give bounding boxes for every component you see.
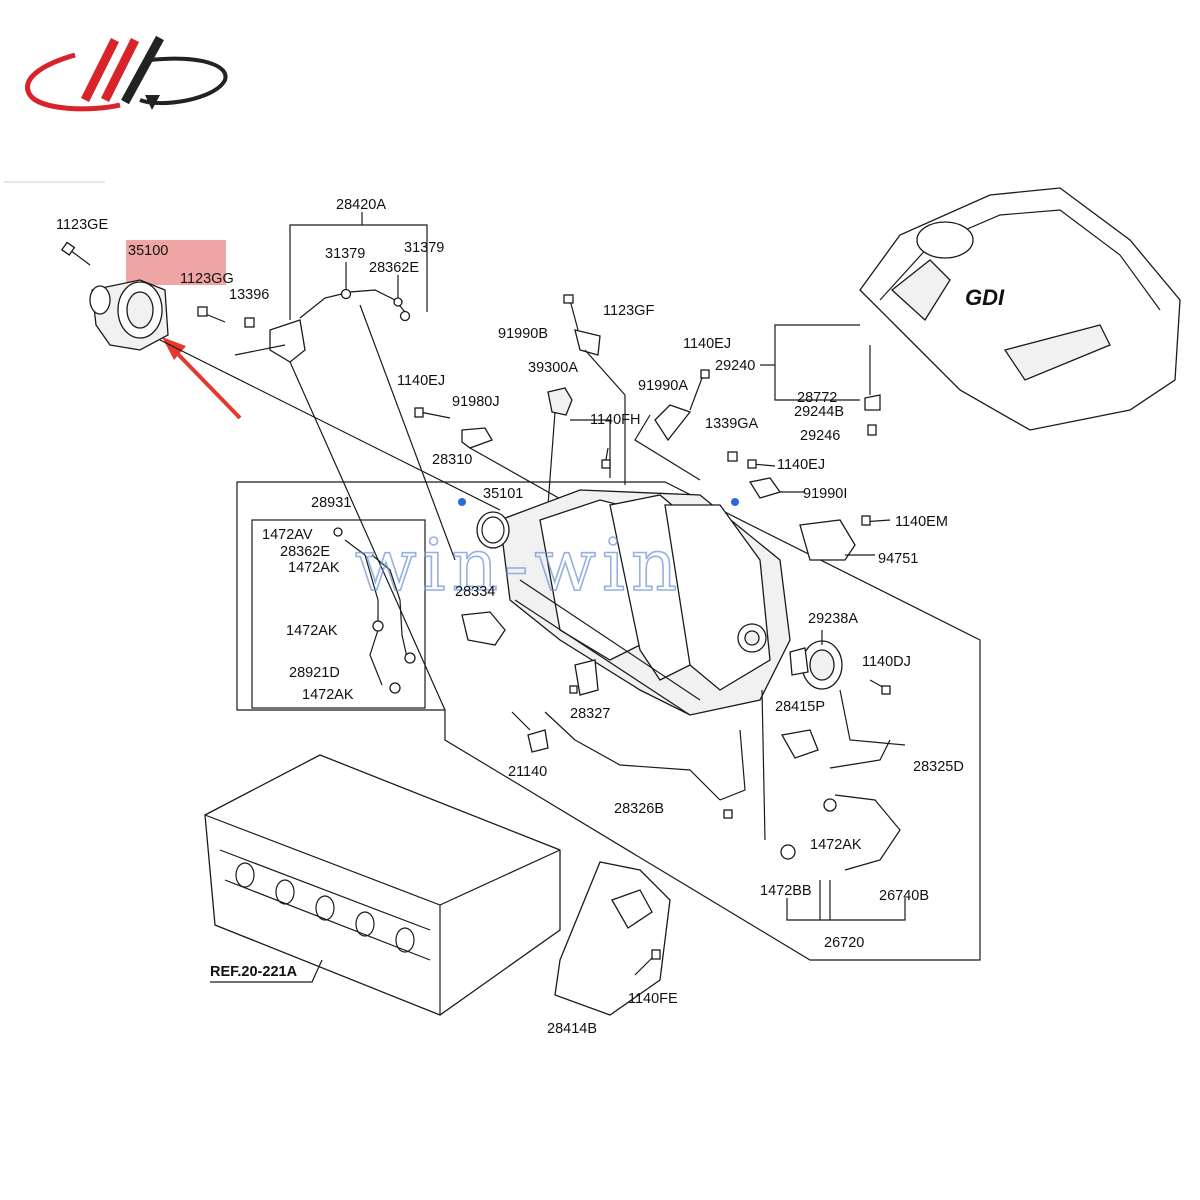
label-35101: 35101 (483, 486, 523, 502)
label-31379-right: 31379 (404, 240, 444, 256)
bolt-1140FH (601, 447, 611, 469)
label-26720: 26720 (824, 935, 864, 951)
nut-1339GA (727, 451, 738, 462)
bracket-91980J (461, 427, 493, 449)
leader-throttle-to-manifold (159, 339, 501, 511)
label-1140FE: 1140FE (628, 991, 678, 1007)
label-1140EJ-mid: 1140EJ (683, 336, 731, 352)
hose-kit-frame (251, 519, 426, 709)
hose-26740B (780, 794, 901, 871)
label-1472AK-3: 1472AK (302, 687, 354, 703)
label-26740B: 26740B (879, 888, 929, 904)
label-28325D: 28325D (913, 759, 964, 775)
tube-28326B (574, 739, 721, 801)
marker-dot-left (458, 498, 466, 506)
bolt-29246 (867, 424, 877, 436)
label-1472BB: 1472BB (760, 883, 812, 899)
label-28326B: 28326B (614, 801, 664, 817)
label-1140EJ-left: 1140EJ (397, 373, 445, 389)
intake-manifold-28310 (499, 489, 791, 716)
label-28921D: 28921D (289, 665, 340, 681)
label-91990A: 91990A (638, 378, 688, 394)
label-28362E-top: 28362E (369, 260, 419, 276)
leader-28420A (289, 224, 428, 320)
watermark-text: win-win (355, 523, 683, 607)
label-39300A: 39300A (528, 360, 578, 376)
connector-94751 (799, 515, 891, 561)
label-28415P: 28415P (775, 699, 825, 715)
bracket-28414B (554, 861, 671, 1016)
bracket-28327 (574, 659, 599, 696)
assembly-frame (236, 481, 981, 961)
label-91990B: 91990B (498, 326, 548, 342)
bolt-1123GE (60, 241, 91, 266)
label-28310: 28310 (432, 452, 472, 468)
label-1140DJ: 1140DJ (862, 654, 911, 670)
label-35100: 35100 (128, 243, 168, 259)
label-1140EJ-right: 1140EJ (777, 457, 825, 473)
highlight-box-35100 (126, 240, 226, 285)
label-ref-20-221A: REF.20-221A (210, 964, 298, 980)
actuator-29238A (789, 640, 891, 695)
label-1472AV: 1472AV (262, 527, 313, 543)
valve-28415P (780, 729, 819, 759)
label-1123GF: 1123GF (603, 303, 654, 319)
label-91980J: 91980J (452, 394, 500, 410)
part-labels: 1123GE 35100 1123GG 13396 28420A 31379 3… (56, 197, 964, 1037)
cover-brand-text: GDI (965, 285, 1005, 310)
label-29238A: 29238A (808, 611, 858, 627)
label-1123GE: 1123GE (56, 217, 108, 233)
gasket-28334 (461, 611, 506, 646)
label-91990I: 91990I (803, 486, 847, 502)
label-94751: 94751 (878, 551, 918, 567)
label-31379-left: 31379 (325, 246, 365, 262)
label-1140FH: 1140FH (590, 412, 641, 428)
bolt-1140EJ-right (747, 459, 776, 469)
label-1339GA: 1339GA (705, 416, 759, 432)
label-1123GG: 1123GG (180, 271, 234, 287)
label-29240: 29240 (715, 358, 755, 374)
label-29246: 29246 (800, 428, 840, 444)
label-28334: 28334 (455, 584, 495, 600)
throttle-body-35100 (89, 279, 169, 351)
bracket-91990I (748, 477, 782, 499)
hose-assembly-28420A (234, 288, 411, 363)
nut-13396 (244, 317, 255, 328)
label-1472AK-4: 1472AK (810, 837, 862, 853)
bolt-1140EJ-left (414, 407, 451, 419)
brand-logo (25, 35, 228, 112)
label-1472AK-2: 1472AK (286, 623, 338, 639)
label-28414B: 28414B (547, 1021, 597, 1037)
marker-dot-right (731, 498, 739, 506)
grommet-28772 (864, 394, 881, 411)
label-1140EM: 1140EM (895, 514, 948, 530)
label-28420A: 28420A (336, 197, 386, 213)
bracket-91990A (654, 369, 710, 442)
fitting-21140 (527, 729, 549, 753)
label-21140: 21140 (508, 764, 547, 780)
label-28362E-box: 28362E (280, 544, 330, 560)
label-1472AK-1: 1472AK (288, 560, 340, 576)
hose-kit-28931 (333, 527, 416, 694)
bracket-91990B (563, 294, 601, 356)
label-28327: 28327 (570, 706, 610, 722)
label-28772: 28772 (797, 390, 837, 406)
label-29244B: 29244B (794, 404, 844, 420)
label-13396: 13396 (229, 287, 269, 303)
leader-ref (210, 959, 323, 983)
label-28931: 28931 (311, 495, 351, 511)
bolt-1123GG (197, 306, 226, 323)
engine-cover: GDI (859, 187, 1181, 431)
red-arrow-pointer (162, 337, 242, 420)
cylinder-head (204, 754, 561, 1016)
